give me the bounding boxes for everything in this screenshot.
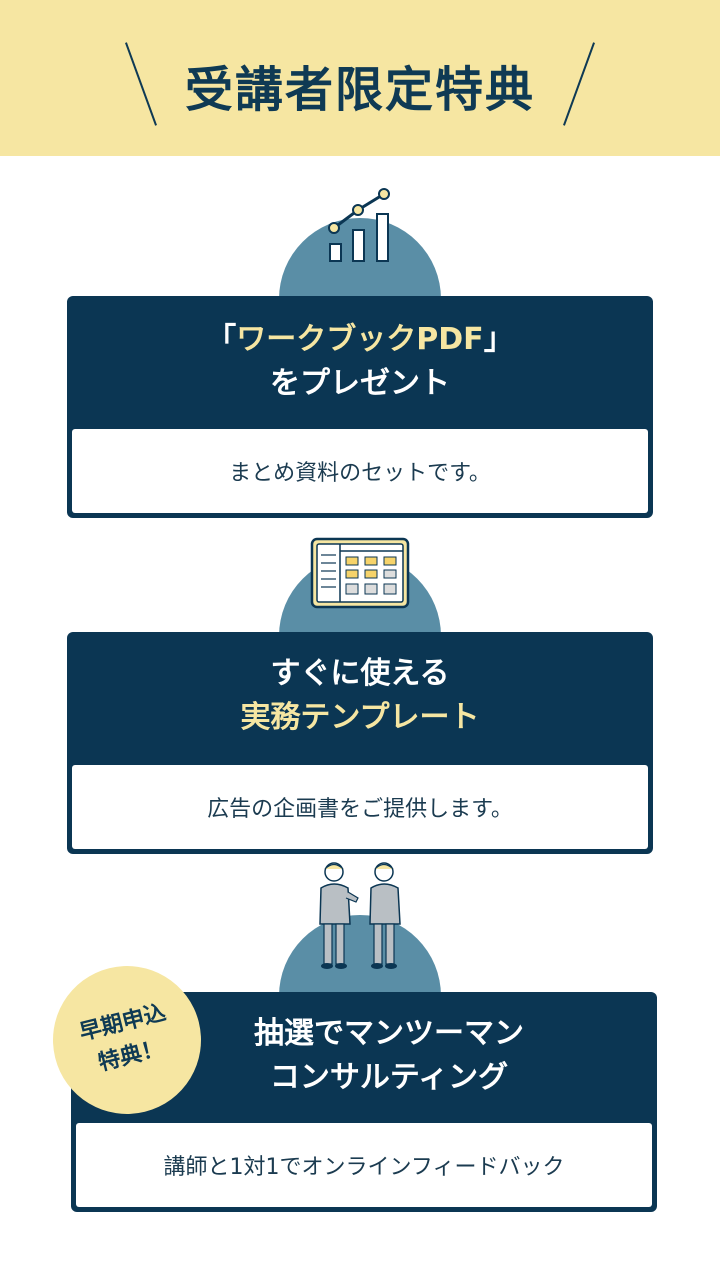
card-title-line2: をプレゼント — [270, 366, 450, 401]
card-description: まとめ資料のセットです。 — [72, 429, 648, 513]
card-title-bracket-open: 「 — [206, 322, 237, 357]
card-title-bracket-close: 」 — [483, 322, 514, 357]
card-title-highlight: ワークブックPDF — [236, 322, 484, 357]
card-workbook: 「ワークブックPDF」 をプレゼント まとめ資料のセットです。 — [67, 296, 653, 518]
file-browser-icon — [310, 537, 410, 613]
card-title-line1: 抽選でマンツーマン — [254, 1016, 524, 1051]
card-description: 広告の企画書をご提供します。 — [72, 765, 648, 849]
card-title: 抽選でマンツーマン コンサルティング — [71, 1012, 657, 1100]
card-title-line1: すぐに使える — [270, 656, 450, 691]
business-people-icon — [312, 858, 408, 980]
header-banner: 受講者限定特典 — [0, 0, 720, 156]
card-template: すぐに使える 実務テンプレート 広告の企画書をご提供します。 — [67, 632, 653, 854]
card-description: 講師と1対1でオンラインフィードバック — [76, 1123, 652, 1207]
card-title: すぐに使える 実務テンプレート — [67, 652, 653, 740]
card-title-line2: コンサルティング — [269, 1060, 509, 1095]
card-title-highlight: 実務テンプレート — [240, 700, 480, 735]
growth-chart-icon — [322, 184, 398, 268]
page-title: 受講者限定特典 — [184, 62, 535, 118]
card-consulting: 抽選でマンツーマン コンサルティング 講師と1対1でオンラインフィードバック — [71, 992, 657, 1212]
card-title: 「ワークブックPDF」 をプレゼント — [67, 318, 653, 406]
